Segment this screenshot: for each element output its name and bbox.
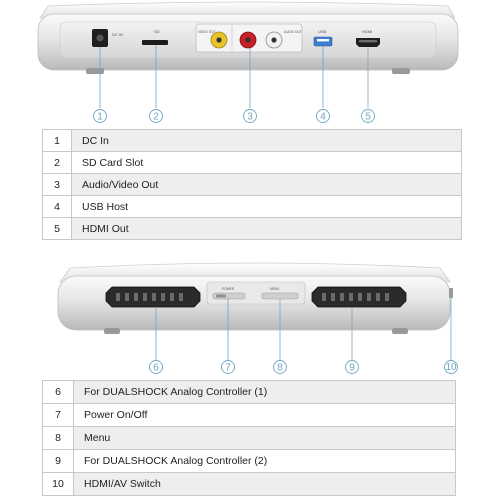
usb-port <box>313 36 333 47</box>
callout-circle-6 <box>149 360 163 374</box>
callout-number-7: 7 <box>225 363 231 374</box>
table-row: 4 USB Host <box>42 195 462 218</box>
callout-circle-9 <box>345 360 359 374</box>
row-number: 8 <box>42 426 74 450</box>
device-rear-foot-left <box>86 68 104 74</box>
row-number: 6 <box>42 380 74 404</box>
device-rear-view: DC IN SD VIDEO OUT AUDIO OUT USB HDMI <box>37 1 459 74</box>
row-number: 1 <box>42 129 72 152</box>
row-number: 9 <box>42 449 74 473</box>
callout-number-1: 1 <box>97 112 103 123</box>
device-front-view: POWER MENU <box>57 262 453 334</box>
row-label: For DUALSHOCK Analog Controller (2) <box>73 449 456 473</box>
dc-in-port-pin <box>96 34 104 42</box>
callout-number-3: 3 <box>247 112 253 123</box>
power-label: POWER <box>222 287 235 291</box>
usb-label: USB <box>318 29 327 34</box>
table-row: 3 Audio/Video Out <box>42 173 462 196</box>
callout-number-2: 2 <box>153 112 159 123</box>
row-label: SD Card Slot <box>71 151 462 174</box>
callout-number-10: 10 <box>445 362 457 373</box>
callout-number-4: 4 <box>320 112 326 123</box>
sd-label: SD <box>154 29 160 34</box>
table-row: 10 HDMI/AV Switch <box>42 472 456 496</box>
table-row: 9 For DUALSHOCK Analog Controller (2) <box>42 449 456 473</box>
front-controls-table: 6 For DUALSHOCK Analog Controller (1) 7 … <box>42 380 456 496</box>
callout-lines-top <box>99 45 369 108</box>
hdmi-av-side-switch <box>449 288 453 298</box>
row-number: 7 <box>42 403 74 427</box>
callout-number-5: 5 <box>365 112 371 123</box>
callout-circle-7 <box>221 360 235 374</box>
row-label: Audio/Video Out <box>71 173 462 196</box>
callout-number-9: 9 <box>349 363 355 374</box>
callout-lines-bottom <box>155 298 452 360</box>
row-number: 5 <box>42 217 72 240</box>
callout-circle-4 <box>316 109 330 123</box>
table-row: 2 SD Card Slot <box>42 151 462 174</box>
row-number: 4 <box>42 195 72 218</box>
callout-circle-8 <box>273 360 287 374</box>
row-label: HDMI/AV Switch <box>73 472 456 496</box>
callout-circle-5 <box>361 109 375 123</box>
callout-circle-3 <box>243 109 257 123</box>
hdmi-label: HDMI <box>362 29 372 34</box>
table-row: 5 HDMI Out <box>42 217 462 240</box>
dc-in-label: DC IN <box>112 32 123 37</box>
row-label: For DUALSHOCK Analog Controller (1) <box>73 380 456 404</box>
row-number: 10 <box>42 472 74 496</box>
row-number: 2 <box>42 151 72 174</box>
callout-number-6: 6 <box>153 363 159 374</box>
device-front-foot-right <box>392 328 408 334</box>
table-row: 8 Menu <box>42 426 456 450</box>
row-label: Menu <box>73 426 456 450</box>
video-out-label: VIDEO OUT <box>198 30 216 34</box>
row-label: Power On/Off <box>73 403 456 427</box>
callout-circle-2 <box>149 109 163 123</box>
table-row: 1 DC In <box>42 129 462 152</box>
device-rear-foot-right <box>392 68 410 74</box>
hdmi-port <box>356 38 380 47</box>
callout-number-8: 8 <box>277 363 283 374</box>
callout-circle-10 <box>444 360 458 374</box>
sd-card-slot <box>142 40 168 45</box>
device-front-foot-left <box>104 328 120 334</box>
menu-button <box>261 292 299 300</box>
row-label: USB Host <box>71 195 462 218</box>
callout-circle-1 <box>93 109 107 123</box>
callout-markers-top: 1 2 3 4 5 <box>93 109 375 123</box>
audio-out-label: AUDIO OUT <box>284 30 302 34</box>
row-label: DC In <box>71 129 462 152</box>
table-row: 6 For DUALSHOCK Analog Controller (1) <box>42 380 456 404</box>
row-label: HDMI Out <box>71 217 462 240</box>
callout-markers-bottom: 6 7 8 9 10 <box>149 360 458 374</box>
table-row: 7 Power On/Off <box>42 403 456 427</box>
row-number: 3 <box>42 173 72 196</box>
rear-ports-table: 1 DC In 2 SD Card Slot 3 Audio/Video Out… <box>42 129 462 240</box>
menu-label: MENU <box>270 287 280 291</box>
